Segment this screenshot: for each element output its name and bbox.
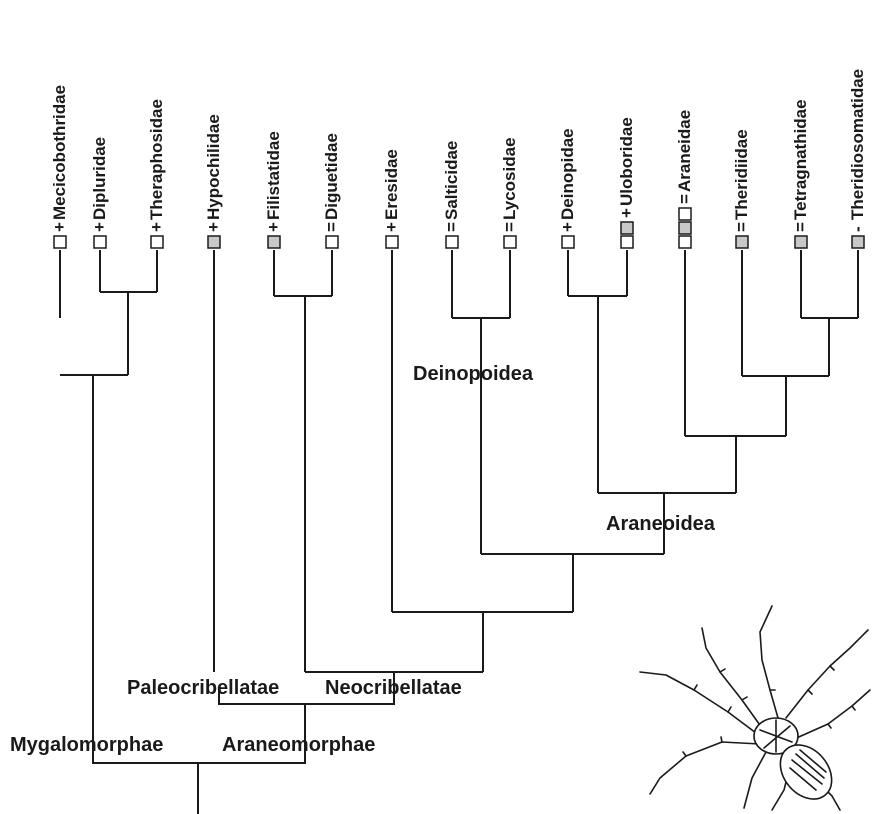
character-box-salticidae-0 bbox=[446, 236, 458, 248]
taxon-label-tetragnathidae: Tetragnathidae bbox=[791, 99, 810, 220]
taxon-dipluridae: + Dipluridae bbox=[90, 137, 109, 248]
taxon-label-diguetidae: Diguetidae bbox=[322, 133, 341, 220]
character-box-uloboridae-1 bbox=[621, 222, 633, 234]
taxon-label-filistatidae: Filistatidae bbox=[264, 131, 283, 220]
marker-deinopidae: + bbox=[558, 222, 577, 232]
clade-label-neocribellatae: Neocribellatae bbox=[325, 677, 462, 699]
clade-label-araneoidea: Araneoidea bbox=[606, 513, 716, 535]
taxon-hypochilidae: + Hypochilidae bbox=[204, 114, 223, 248]
taxon-deinopidae: + Deinopidae bbox=[558, 128, 577, 248]
taxon-label-hypochilidae: Hypochilidae bbox=[204, 114, 223, 220]
taxon-theridiidae: = Theridiidae bbox=[732, 129, 751, 248]
character-box-mecicobothridae-0 bbox=[54, 236, 66, 248]
clade-label-mygalomorphae: Mygalomorphae bbox=[10, 734, 163, 756]
character-box-lycosidae-0 bbox=[504, 236, 516, 248]
character-box-theraphosidae-0 bbox=[151, 236, 163, 248]
tree-branches bbox=[60, 250, 858, 814]
character-box-filistatidae-0 bbox=[268, 236, 280, 248]
character-box-tetragnathidae-0 bbox=[795, 236, 807, 248]
marker-uloboridae: + bbox=[617, 208, 636, 218]
marker-hypochilidae: + bbox=[204, 222, 223, 232]
taxon-uloboridae: + Uloboridae bbox=[617, 117, 636, 248]
character-box-theridiosomatidae-0 bbox=[852, 236, 864, 248]
marker-araneidae: = bbox=[675, 194, 694, 204]
taxon-theraphosidae: + Theraphosidae bbox=[147, 99, 166, 248]
bracket-root bbox=[93, 755, 305, 763]
taxon-label-theridiidae: Theridiidae bbox=[732, 129, 751, 220]
character-box-theridiidae-0 bbox=[736, 236, 748, 248]
taxon-araneidae: = Araneidae bbox=[675, 110, 694, 248]
spider-illustration bbox=[640, 606, 870, 810]
marker-theraphosidae: + bbox=[147, 222, 166, 232]
taxon-diguetidae: = Diguetidae bbox=[322, 133, 341, 248]
marker-filistatidae: + bbox=[264, 222, 283, 232]
taxon-label-theridiosomatidae: Theridiosomatidae bbox=[848, 69, 867, 220]
taxon-tetragnathidae: = Tetragnathidae bbox=[791, 99, 810, 248]
character-box-araneidae-0 bbox=[679, 236, 691, 248]
taxon-label-salticidae: Salticidae bbox=[442, 141, 461, 220]
marker-mecicobothridae: + bbox=[50, 222, 69, 232]
marker-lycosidae: = bbox=[500, 222, 519, 232]
taxon-label-deinopidae: Deinopidae bbox=[558, 128, 577, 220]
marker-theridiosomatidae: - bbox=[848, 226, 867, 232]
character-box-uloboridae-0 bbox=[621, 236, 633, 248]
taxon-label-eresidae: Eresidae bbox=[382, 149, 401, 220]
marker-tetragnathidae: = bbox=[791, 222, 810, 232]
taxon-label-uloboridae: Uloboridae bbox=[617, 117, 636, 206]
taxon-filistatidae: + Filistatidae bbox=[264, 131, 283, 248]
character-box-araneidae-2 bbox=[679, 208, 691, 220]
marker-diguetidae: = bbox=[322, 222, 341, 232]
character-box-araneidae-1 bbox=[679, 222, 691, 234]
clade-label-paleocribellatae: Paleocribellatae bbox=[127, 677, 279, 699]
taxon-salticidae: = Salticidae bbox=[442, 141, 461, 248]
taxon-eresidae: + Eresidae bbox=[382, 149, 401, 248]
taxon-lycosidae: = Lycosidae bbox=[500, 137, 519, 248]
marker-dipluridae: + bbox=[90, 222, 109, 232]
taxon-label-dipluridae: Dipluridae bbox=[90, 137, 109, 220]
clade-label-deinopoidea: Deinopoidea bbox=[413, 363, 534, 385]
character-box-diguetidae-0 bbox=[326, 236, 338, 248]
taxon-label-theraphosidae: Theraphosidae bbox=[147, 99, 166, 220]
character-box-eresidae-0 bbox=[386, 236, 398, 248]
character-box-dipluridae-0 bbox=[94, 236, 106, 248]
taxon-label-mecicobothridae: Mecicobothridae bbox=[50, 85, 69, 220]
taxon-theridiosomatidae: - Theridiosomatidae bbox=[848, 69, 867, 248]
taxon-label-lycosidae: Lycosidae bbox=[500, 137, 519, 220]
marker-eresidae: + bbox=[382, 222, 401, 232]
character-box-hypochilidae-0 bbox=[208, 236, 220, 248]
character-box-deinopidae-0 bbox=[562, 236, 574, 248]
taxon-mecicobothridae: + Mecicobothridae bbox=[50, 85, 69, 248]
marker-theridiidae: = bbox=[732, 222, 751, 232]
clade-label-araneomorphae: Araneomorphae bbox=[222, 734, 375, 756]
taxon-labels: + Mecicobothridae + Dipluridae + Theraphosida… bbox=[50, 69, 867, 248]
marker-salticidae: = bbox=[442, 222, 461, 232]
taxon-label-araneidae: Araneidae bbox=[675, 110, 694, 192]
